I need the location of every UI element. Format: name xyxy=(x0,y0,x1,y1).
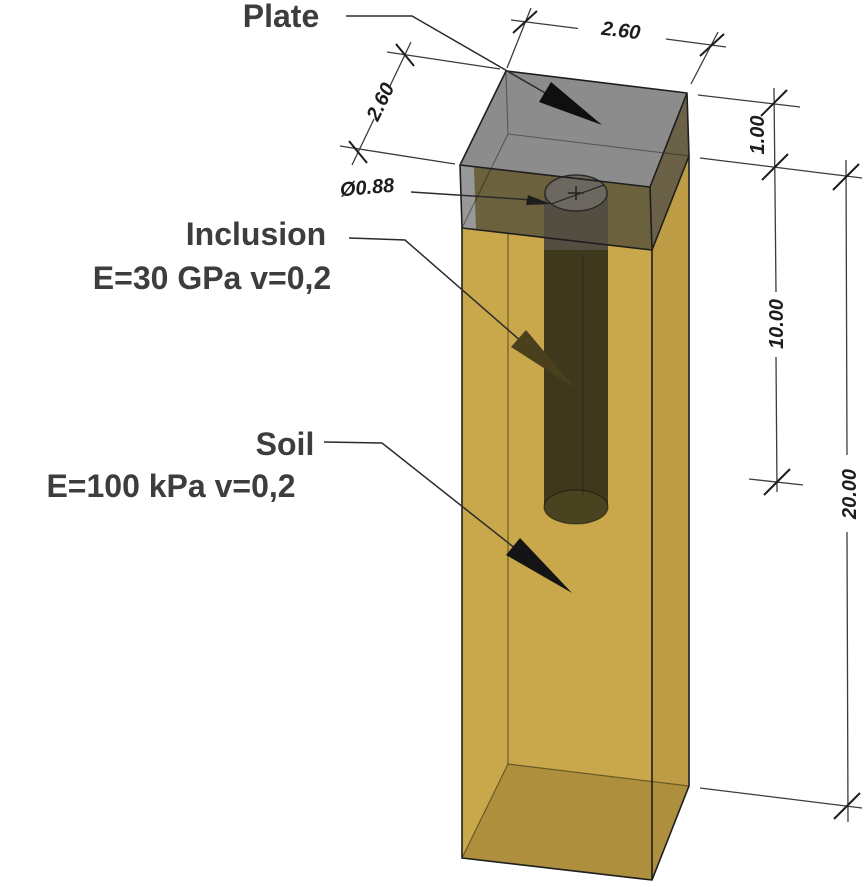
inclusion-top xyxy=(544,174,608,250)
inclusion-bottom-cap xyxy=(543,489,609,525)
dim-soil-depth: 20.00 xyxy=(699,159,863,823)
dim-plate-thickness: 1.00 xyxy=(697,87,863,493)
dim-plate-width-top: 2.60 xyxy=(506,7,727,85)
inclusion-leader xyxy=(348,237,523,343)
diameter-leader-tail xyxy=(550,184,605,205)
soil-outline xyxy=(461,156,690,881)
dim-inclusion-length-text: 10.00 xyxy=(766,299,788,349)
plate-top-face xyxy=(460,71,687,187)
dim-plate-thickness-text: 1.00 xyxy=(747,116,769,155)
diameter-leader xyxy=(410,191,534,201)
soil-properties-label: E=100 kPa v=0,2 xyxy=(46,468,295,504)
inclusion-leader-arrow xyxy=(511,330,575,388)
plate-wireframe xyxy=(459,70,690,251)
dim-soil-depth-text: 20.00 xyxy=(839,469,861,520)
inclusion-label: Inclusion xyxy=(186,216,326,252)
soil-label: Soil xyxy=(256,426,315,462)
inclusion-cylinder xyxy=(543,250,609,525)
inclusion-properties-label: E=30 GPa v=0,2 xyxy=(93,260,331,296)
soil-leader-arrow xyxy=(506,538,572,593)
plate-label: Plate xyxy=(243,0,319,34)
plate-leader-arrow xyxy=(539,82,602,125)
inclusion-cylinder-body xyxy=(544,250,608,524)
dim-inclusion-length: 10.00 xyxy=(748,299,804,496)
plate-leader xyxy=(346,15,548,95)
dim-inclusion-diameter-text: Ø0.88 xyxy=(339,175,396,202)
diameter-leader-arrow xyxy=(526,195,551,205)
plate-front-right-face xyxy=(650,93,689,250)
dim-plate-width-side-text: 2.60 xyxy=(362,80,399,126)
dim-plate-width-top-text: 2.60 xyxy=(599,18,641,45)
soil-front-right-face xyxy=(652,156,689,880)
leaders xyxy=(323,15,605,593)
soil-leader xyxy=(323,441,517,550)
plate-left-sliver xyxy=(460,165,476,230)
plate-hidden-edges xyxy=(461,72,690,229)
